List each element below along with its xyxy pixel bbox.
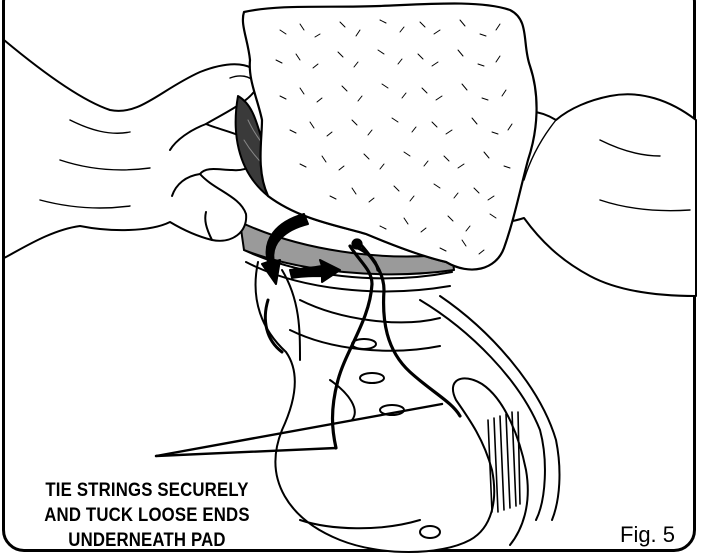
polisher-body — [256, 262, 560, 552]
figure-label: Fig. 5 — [620, 522, 675, 548]
left-hand — [4, 40, 259, 258]
caption-line-1: TIE STRINGS SECURELY — [24, 478, 270, 503]
caption-line-3: UNDERNEATH PAD — [24, 528, 270, 553]
caption-line-2: AND TUCK LOOSE ENDS — [24, 503, 270, 528]
instruction-caption: TIE STRINGS SECURELY AND TUCK LOOSE ENDS… — [24, 478, 270, 553]
